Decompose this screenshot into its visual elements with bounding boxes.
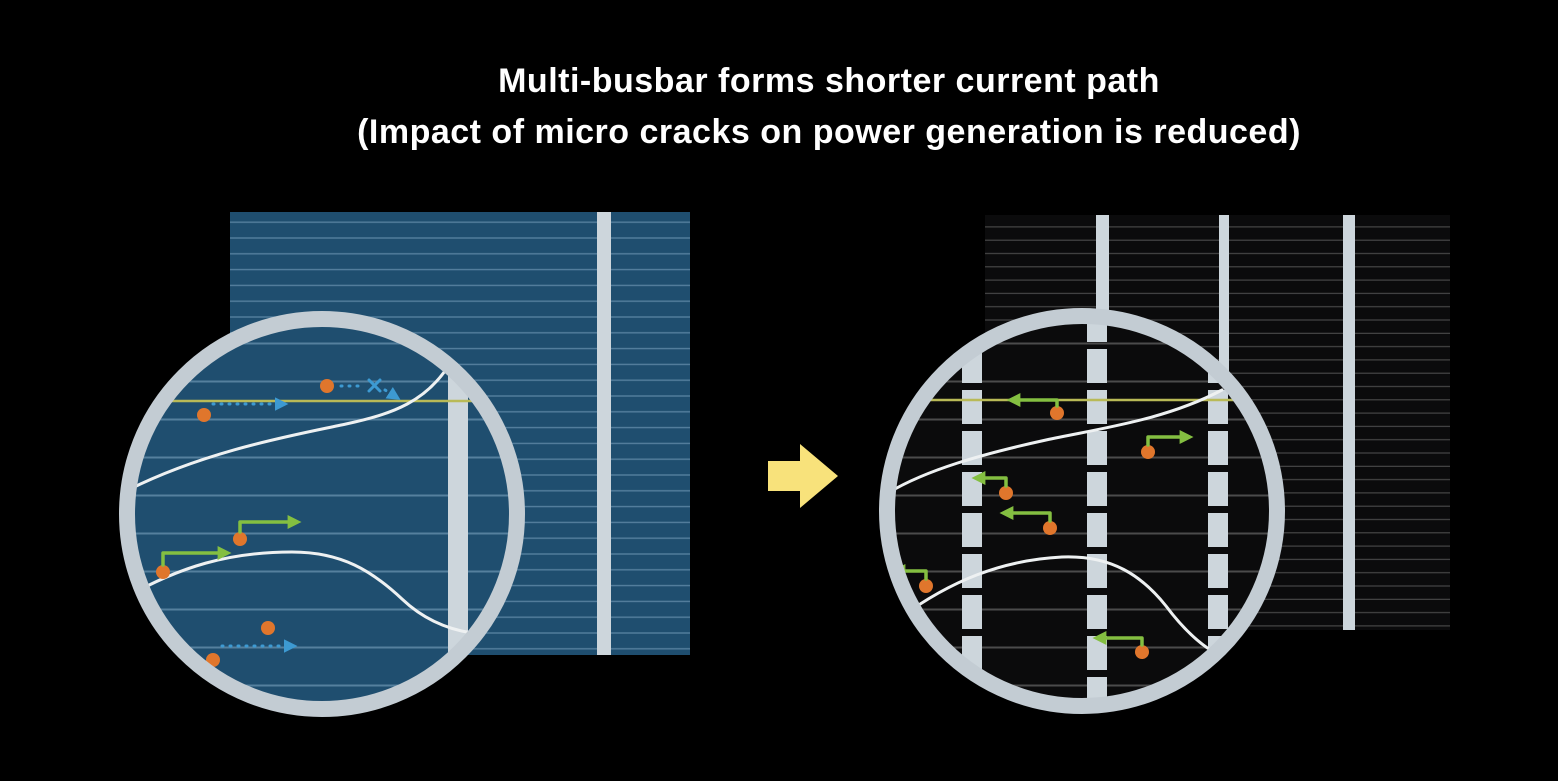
green-path-arrow [971,471,1008,488]
micro-crack-lower [126,550,474,635]
electron-dot [1135,645,1149,659]
electron-dot [999,486,1013,500]
electron-dot [919,579,933,593]
green-path-arrow [1006,393,1059,408]
electron-dot [197,408,211,422]
right-magnifier [879,308,1285,714]
magnifier-ring [879,308,1285,714]
micro-crack-upper [126,358,454,492]
green-path-arrow [161,546,232,567]
dotted-path-arrow [383,386,401,400]
figure-title: Multi-busbar forms shorter current path … [100,56,1558,158]
micro-crack-lower [898,555,1214,653]
busbar-vertical [597,212,611,655]
left-magnifier-view [126,318,518,710]
short-current-path-c [971,471,1013,500]
transition-arrow-icon [768,444,838,508]
short-current-path-b [1141,430,1194,459]
electron-dot [261,621,275,635]
green-path-arrow [1092,631,1144,647]
short-current-path-d [999,506,1057,535]
green-path-arrow [999,506,1052,523]
short-current-path-a [1006,393,1064,420]
electron-dot [320,379,334,393]
electron-dot [1050,406,1064,420]
green-path-arrow [238,515,302,534]
short-current-path-e [891,564,933,593]
title-line-1: Multi-busbar forms shorter current path [498,62,1160,100]
long-current-path-1 [197,397,289,422]
x-mark-icon [367,378,382,393]
title-line-2: (Impact of micro cracks on power generat… [357,113,1301,151]
busbar-vertical-3 [1343,215,1355,630]
short-current-path-1 [233,515,302,546]
short-current-path-f [1092,631,1149,659]
right-magnifier-view [886,315,1278,707]
electron-dot [233,532,247,546]
micro-crack-upper [886,388,1224,495]
electron-dot [1141,445,1155,459]
electron-dot [156,565,170,579]
magnifier-ring [119,311,525,717]
short-current-path-2 [156,546,232,579]
green-path-arrow [1146,430,1194,447]
zoomed-busbar [448,318,468,710]
green-path-arrow [891,564,928,581]
blocked-current-path [320,378,401,400]
electron-dot [1043,521,1057,535]
left-magnifier [119,311,525,717]
